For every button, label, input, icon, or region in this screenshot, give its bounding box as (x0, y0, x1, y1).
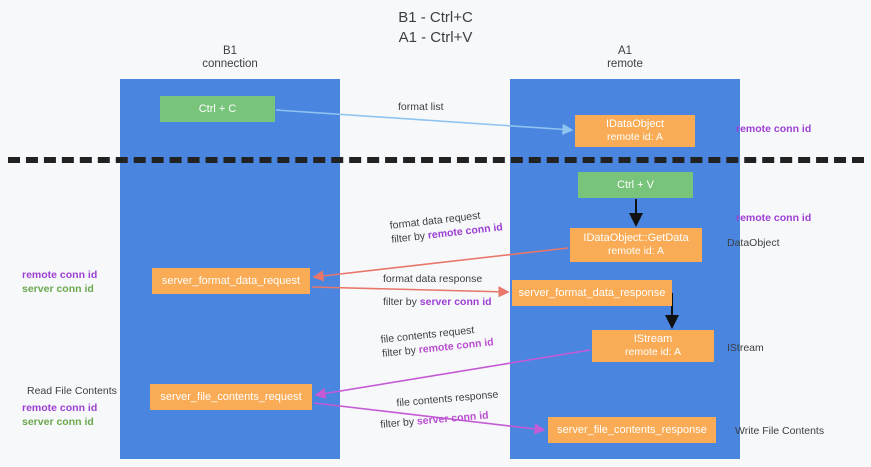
edge-label-format-data-request: format data request filter by remote con… (389, 206, 503, 247)
annotation-right-remote-conn-id-mid: remote conn id (736, 211, 811, 225)
node-idataobject-sub: remote id: A (606, 131, 664, 143)
annotation-right-remote-conn-id-top: remote conn id (736, 122, 811, 136)
node-idataobject[interactable]: IDataObject remote id: A (575, 115, 695, 147)
lane-header-b1: B1 connection (120, 45, 340, 71)
node-server-format-data-response[interactable]: server_format_data_response (512, 280, 672, 306)
annotation-r5-text: Write File Contents (735, 425, 825, 437)
lane-a1-name: A1 (617, 45, 633, 57)
annotation-r3-text: DataObject (727, 237, 780, 249)
node-format-request-label: server_format_data_request (161, 274, 301, 287)
node-idataobject-label: IDataObject (605, 118, 665, 130)
node-file-request-label: server_file_contents_request (160, 390, 302, 403)
annotation-right-write-file-contents: Write File Contents (735, 424, 824, 438)
phase-divider (8, 157, 864, 163)
node-getdata-label: IDataObject::GetData (583, 232, 689, 244)
annotation-l2-text: Read File Contents (27, 385, 117, 397)
annotation-right-istream: IStream (727, 341, 764, 355)
node-format-response-label: server_format_data_response (518, 286, 666, 299)
node-ctrl-v-label: Ctrl + V (617, 178, 654, 191)
edge-fcresp-prefix: filter by (379, 415, 418, 431)
title-line-1: B1 - Ctrl+C (398, 9, 473, 26)
node-istream-sub: remote id: A (624, 346, 682, 358)
edge-fdresp-prefix: filter by (383, 296, 420, 308)
edge-fdreq-prefix: filter by (390, 229, 429, 246)
node-istream-label: IStream (633, 333, 673, 345)
annotation-r1-text: remote conn id (736, 123, 812, 135)
edge-format-list-line1: format list (398, 101, 444, 113)
edge-fdresp-line2: filter by server conn id (383, 295, 492, 309)
node-istream[interactable]: IStream remote id: A (592, 330, 714, 362)
annotation-left-conn-ids: remote conn id server conn id (22, 268, 97, 296)
annotation-r4-text: IStream (727, 342, 764, 354)
node-ctrl-c-label: Ctrl + C (198, 102, 237, 115)
edge-label-format-list: format list (398, 100, 444, 114)
annotation-l1-server: server conn id (22, 283, 94, 295)
node-ctrl-c[interactable]: Ctrl + C (160, 96, 275, 122)
annotation-left-read-file-contents: Read File Contents (27, 384, 117, 398)
annotation-l3-remote: remote conn id (22, 402, 98, 414)
annotation-l1-remote: remote conn id (22, 269, 98, 281)
annotation-r2-text: remote conn id (736, 212, 812, 224)
node-file-response-label: server_file_contents_response (557, 423, 707, 436)
lane-a1-role: remote (607, 58, 643, 70)
edge-fcresp-key: server conn id (416, 409, 490, 428)
node-ctrl-v[interactable]: Ctrl + V (578, 172, 693, 198)
annotation-l3-server: server conn id (22, 416, 94, 428)
edge-label-format-data-response: format data response filter by server co… (383, 272, 492, 309)
lane-header-a1: A1 remote (510, 45, 740, 71)
node-server-file-contents-response[interactable]: server_file_contents_response (548, 417, 716, 443)
edge-fcreq-prefix: filter by (381, 344, 420, 360)
edge-fdresp-line1: format data response (383, 273, 483, 285)
edge-fdresp-key: server conn id (419, 296, 492, 308)
edge-label-file-contents-response: file contents response filter by server … (378, 388, 501, 432)
edge-fcresp-line1: file contents response (396, 388, 499, 410)
node-getdata-sub: remote id: A (607, 245, 665, 257)
lane-b1-role: connection (202, 58, 258, 70)
title-line-2: A1 - Ctrl+V (398, 29, 473, 46)
edge-label-file-contents-request: file contents request filter by remote c… (380, 321, 494, 361)
annotation-right-dataobject: DataObject (727, 236, 780, 250)
page-title: B1 - Ctrl+C A1 - Ctrl+V (0, 8, 871, 48)
node-idataobject-getdata[interactable]: IDataObject::GetData remote id: A (570, 228, 702, 262)
annotation-left-conn-ids-2: remote conn id server conn id (22, 401, 97, 429)
lane-b1-name: B1 (222, 45, 238, 57)
node-server-format-data-request[interactable]: server_format_data_request (152, 268, 310, 294)
edge-fcresp-line2: filter by server conn id (380, 407, 501, 431)
node-server-file-contents-request[interactable]: server_file_contents_request (150, 384, 312, 410)
